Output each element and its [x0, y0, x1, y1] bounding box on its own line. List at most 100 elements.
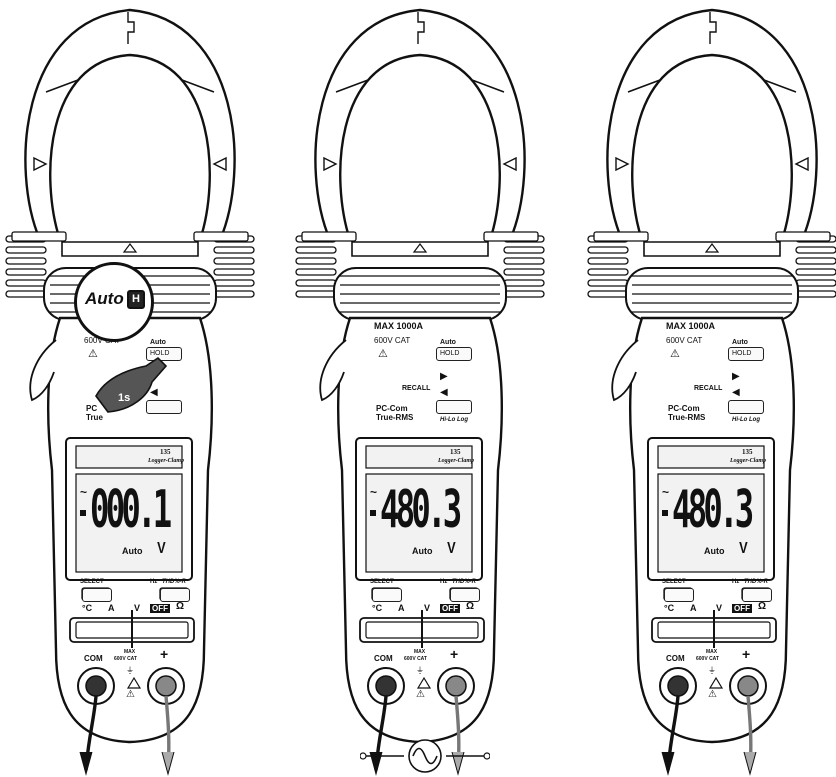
- hold-button[interactable]: HOLD: [436, 347, 472, 361]
- recall-button[interactable]: [436, 400, 472, 414]
- ohm-icon: Ω: [758, 601, 767, 612]
- ac-indicator-icon: ~: [80, 485, 88, 499]
- ohm-icon: Ω: [466, 601, 475, 612]
- hold-indicator-icon: [370, 510, 376, 516]
- hold-button[interactable]: HOLD: [728, 347, 764, 361]
- select-button[interactable]: [82, 588, 112, 602]
- voltage-icon: V: [716, 603, 723, 613]
- play-forward-icon: ▶: [440, 371, 448, 382]
- jack-max-label: MAX: [706, 649, 718, 655]
- hold-indicator-icon: [80, 510, 86, 516]
- hold-button-label: HOLD: [150, 350, 170, 357]
- pc-com-label: PC-Com: [376, 404, 408, 413]
- max-current-label: MAX 1000A: [666, 321, 716, 331]
- hz-label: Hz: [440, 579, 448, 585]
- magnifier-hold-key: H: [127, 290, 145, 309]
- meter-outline: [587, 8, 836, 776]
- current-icon: A: [398, 603, 405, 613]
- off-position[interactable]: OFF: [150, 604, 170, 613]
- recall-button[interactable]: [728, 400, 764, 414]
- current-icon: A: [108, 603, 115, 613]
- meter-outline: [5, 8, 255, 776]
- hz-label: Hz: [732, 579, 740, 585]
- warning-jack-icon: ⚠: [708, 689, 717, 700]
- true-rms-label: True: [86, 413, 103, 422]
- ac-indicator-icon: ~: [662, 485, 670, 499]
- select-button[interactable]: [372, 588, 402, 602]
- hilo-log-label: Hi-Lo Log: [440, 417, 468, 423]
- temperature-icon: °C: [82, 603, 93, 613]
- finger-press-icon: [95, 356, 168, 413]
- positive-jack-label: +: [160, 646, 169, 662]
- unit-symbol: V: [447, 540, 456, 557]
- warning-icon: ⚠: [670, 348, 680, 360]
- play-back-icon: ◀: [440, 387, 448, 398]
- auto-label: Auto: [440, 339, 456, 346]
- hold-button-label: HOLD: [732, 350, 752, 357]
- ground-icon: ⏚: [708, 666, 716, 675]
- hz-thd-button[interactable]: [742, 588, 772, 602]
- voltage-icon: V: [134, 603, 141, 613]
- hilo-log-label: Hi-Lo Log: [732, 417, 760, 423]
- select-label: SELECT: [80, 579, 104, 585]
- jack-max-label: MAX: [414, 649, 426, 655]
- brand-label: Logger-Clamp: [438, 458, 474, 464]
- com-jack-label: COM: [84, 654, 103, 663]
- select-button[interactable]: [664, 588, 694, 602]
- com-jack-label: COM: [666, 654, 685, 663]
- temperature-icon: °C: [664, 603, 675, 613]
- ac-source-icon: [360, 739, 490, 773]
- magnifier-auto-text: Auto: [85, 289, 124, 308]
- meter-outline: [295, 8, 545, 776]
- play-forward-icon: ▶: [732, 371, 740, 382]
- warning-icon: ⚠: [88, 348, 98, 360]
- jack-cat-label: 600V CAT: [114, 656, 137, 662]
- range-mode: Auto: [704, 546, 725, 556]
- select-label: SELECT: [662, 579, 686, 585]
- recall-label: RECALL: [694, 385, 723, 392]
- off-position[interactable]: OFF: [732, 604, 752, 613]
- hz-label: Hz: [150, 579, 158, 585]
- pc-com-label: PC: [86, 404, 98, 413]
- press-duration-hint: 1s: [118, 392, 131, 404]
- voltage-icon: V: [424, 603, 431, 613]
- ac-indicator-icon: ~: [370, 485, 378, 499]
- jack-max-label: MAX: [124, 649, 136, 655]
- ohm-icon: Ω: [176, 601, 185, 612]
- ground-icon: ⏚: [126, 666, 134, 675]
- positive-jack-label: +: [742, 646, 751, 662]
- brand-label: Logger-Clamp: [730, 458, 766, 464]
- hz-thd-button[interactable]: [160, 588, 190, 602]
- jack-cat-label: 600V CAT: [696, 656, 719, 662]
- clamp-meter-left: 600V CAT⚠AutoHOLD▶ALL◀PCTrue135Logger-Cl…: [0, 0, 260, 777]
- play-back-icon: ◀: [732, 387, 740, 398]
- warning-icon: ⚠: [378, 348, 388, 360]
- play-back-icon: ◀: [150, 387, 158, 398]
- lcd-reading: 480.3: [672, 480, 754, 540]
- hold-button[interactable]: HOLD: [146, 347, 182, 361]
- off-position[interactable]: OFF: [440, 604, 460, 613]
- hold-button-label: HOLD: [440, 350, 460, 357]
- category-rating-label: 600V CAT: [666, 336, 703, 345]
- select-label: SELECT: [370, 579, 394, 585]
- positive-jack-label: +: [450, 646, 459, 662]
- recall-button[interactable]: [146, 400, 182, 414]
- hz-thd-button[interactable]: [450, 588, 480, 602]
- current-icon: A: [690, 603, 697, 613]
- thd-label: THD%-R: [744, 579, 768, 585]
- unit-symbol: V: [739, 540, 748, 557]
- auto-label: Auto: [732, 339, 748, 346]
- ground-icon: ⏚: [416, 666, 424, 675]
- model-number: 135: [450, 448, 461, 456]
- recall-label: RECALL: [402, 385, 431, 392]
- lcd-reading: 480.3: [380, 480, 462, 540]
- hold-indicator-icon: [662, 510, 668, 516]
- model-number: 135: [742, 448, 753, 456]
- com-jack-label: COM: [374, 654, 393, 663]
- range-mode: Auto: [412, 546, 433, 556]
- lcd-reading: 000.1: [90, 480, 172, 540]
